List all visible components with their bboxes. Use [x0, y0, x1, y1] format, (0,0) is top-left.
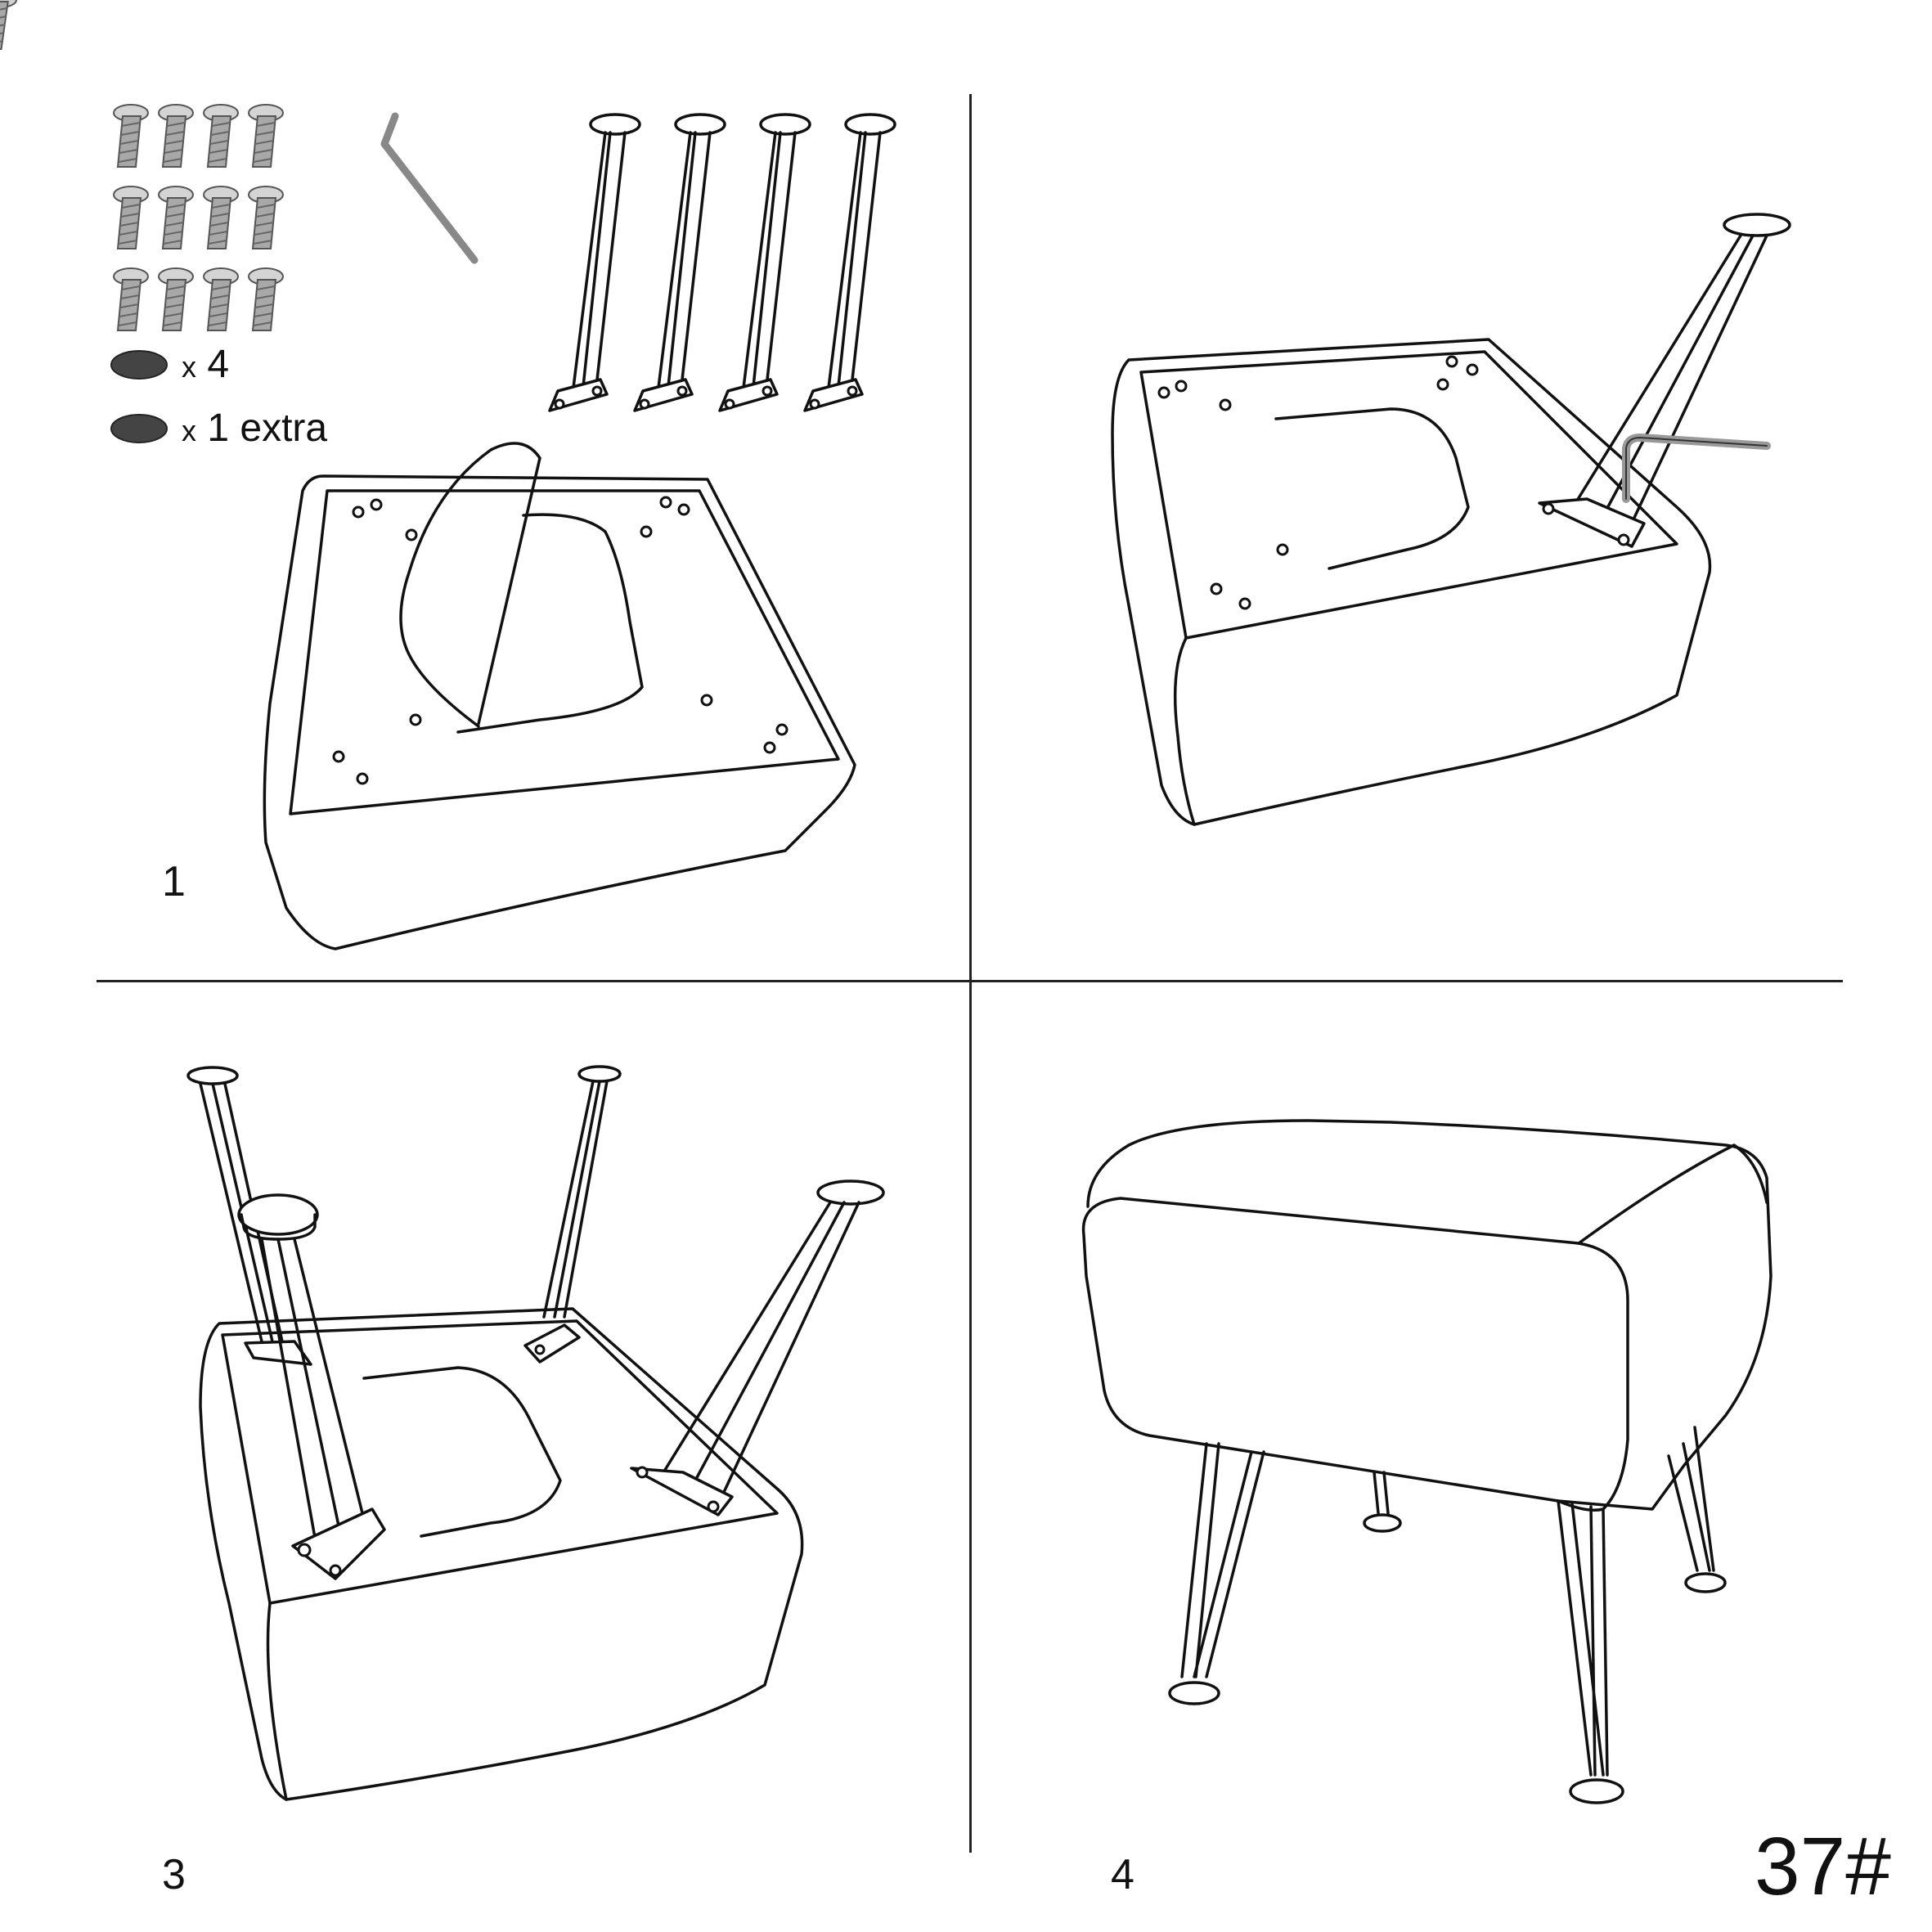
felt-pad-extra-icon: [110, 414, 168, 443]
felt-pad-icon: [110, 350, 168, 380]
model-number: 37#: [1755, 1821, 1891, 1912]
allen-key-icon: [380, 112, 479, 264]
felt-pad-qty-label: x 4: [182, 343, 230, 386]
felt-pad-extra-label: x 1 extra: [182, 407, 328, 450]
horizontal-divider: [97, 980, 1843, 982]
step-1-label: 1: [162, 858, 186, 905]
step-4-label: 4: [1111, 1851, 1134, 1898]
vertical-divider: [969, 94, 972, 1853]
screws-group: [0, 0, 17, 50]
felt-pad-extra-qty: 1 extra: [207, 407, 328, 450]
step-3-label: 3: [162, 1851, 186, 1898]
felt-pad-qty: 4: [207, 343, 230, 386]
